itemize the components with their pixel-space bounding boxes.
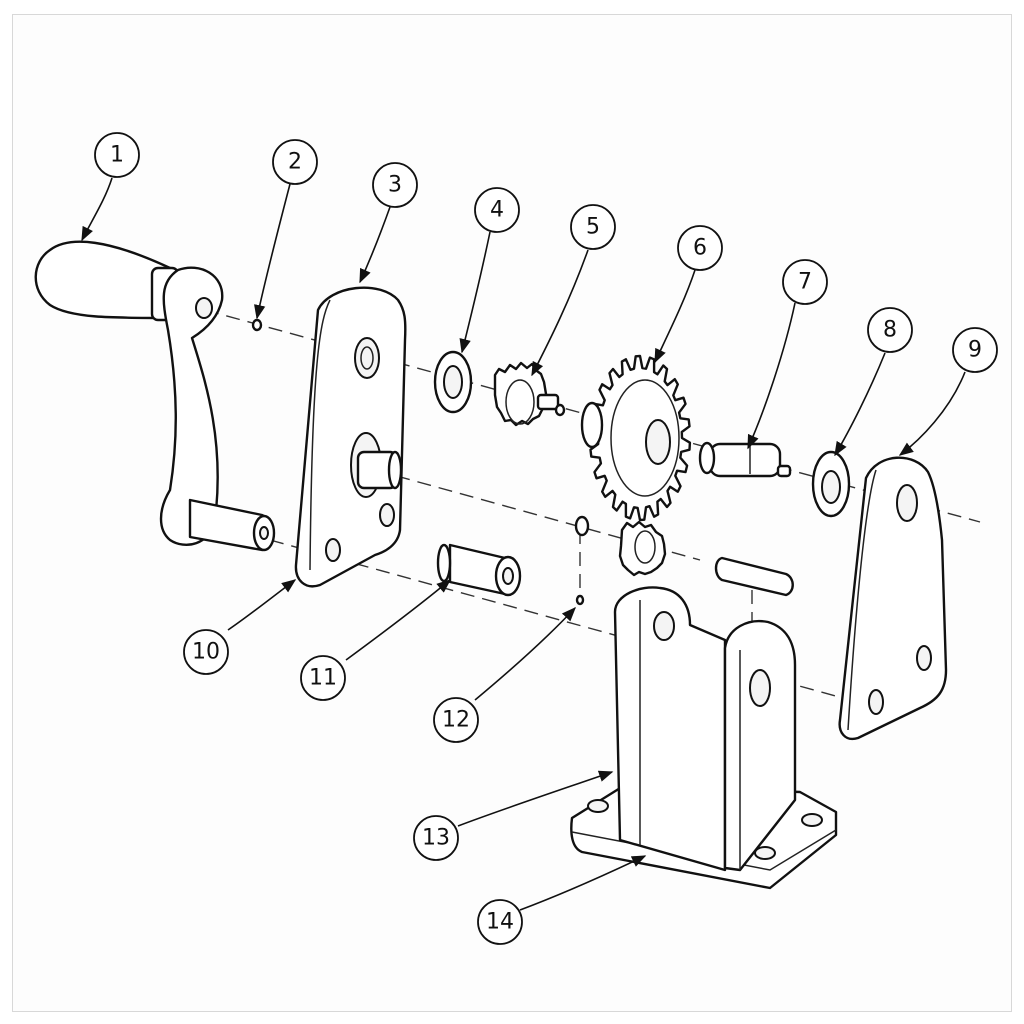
left-side-plate-part (294, 286, 407, 588)
callout-6-label: 6 (693, 236, 707, 261)
washer-part (433, 350, 473, 414)
callout-13-label: 13 (422, 826, 450, 851)
leader-lines (81, 177, 966, 911)
callout-12: 12 (433, 697, 479, 743)
callout-2: 2 (272, 139, 318, 185)
base-bracket-part (570, 586, 838, 890)
callout-5-label: 5 (586, 215, 600, 240)
bushing-ring-part (811, 450, 851, 518)
callout-10: 10 (183, 629, 229, 675)
callout-7: 7 (782, 259, 828, 305)
callout-9-label: 9 (968, 338, 982, 363)
crank-handle-part (34, 240, 276, 552)
callout-11: 11 (300, 655, 346, 701)
shaft-part (698, 441, 792, 478)
callout-10-label: 10 (192, 640, 220, 665)
pinion-gear-part (493, 361, 566, 427)
callout-8: 8 (867, 307, 913, 353)
callout-9: 9 (952, 327, 998, 373)
callout-14: 14 (477, 899, 523, 945)
callout-8-label: 8 (883, 318, 897, 343)
large-gear-part (580, 354, 692, 522)
dowel-pin-part (714, 556, 794, 597)
callout-1-label: 1 (110, 143, 124, 168)
small-pin-part (251, 318, 263, 332)
callout-4: 4 (474, 187, 520, 233)
bushing-sleeve-part (436, 543, 522, 597)
callout-2-label: 2 (288, 150, 302, 175)
callout-13: 13 (413, 815, 459, 861)
callout-7-label: 7 (798, 270, 812, 295)
callout-3: 3 (372, 162, 418, 208)
callout-4-label: 4 (490, 198, 504, 223)
callout-3-label: 3 (388, 173, 402, 198)
callout-14-label: 14 (486, 910, 514, 935)
callout-5: 5 (570, 204, 616, 250)
callout-12-label: 12 (442, 708, 470, 733)
callout-1: 1 (94, 132, 140, 178)
right-side-plate-part (838, 456, 948, 741)
small-gear-part (574, 515, 667, 606)
callout-11-label: 11 (309, 666, 337, 691)
callout-6: 6 (677, 225, 723, 271)
